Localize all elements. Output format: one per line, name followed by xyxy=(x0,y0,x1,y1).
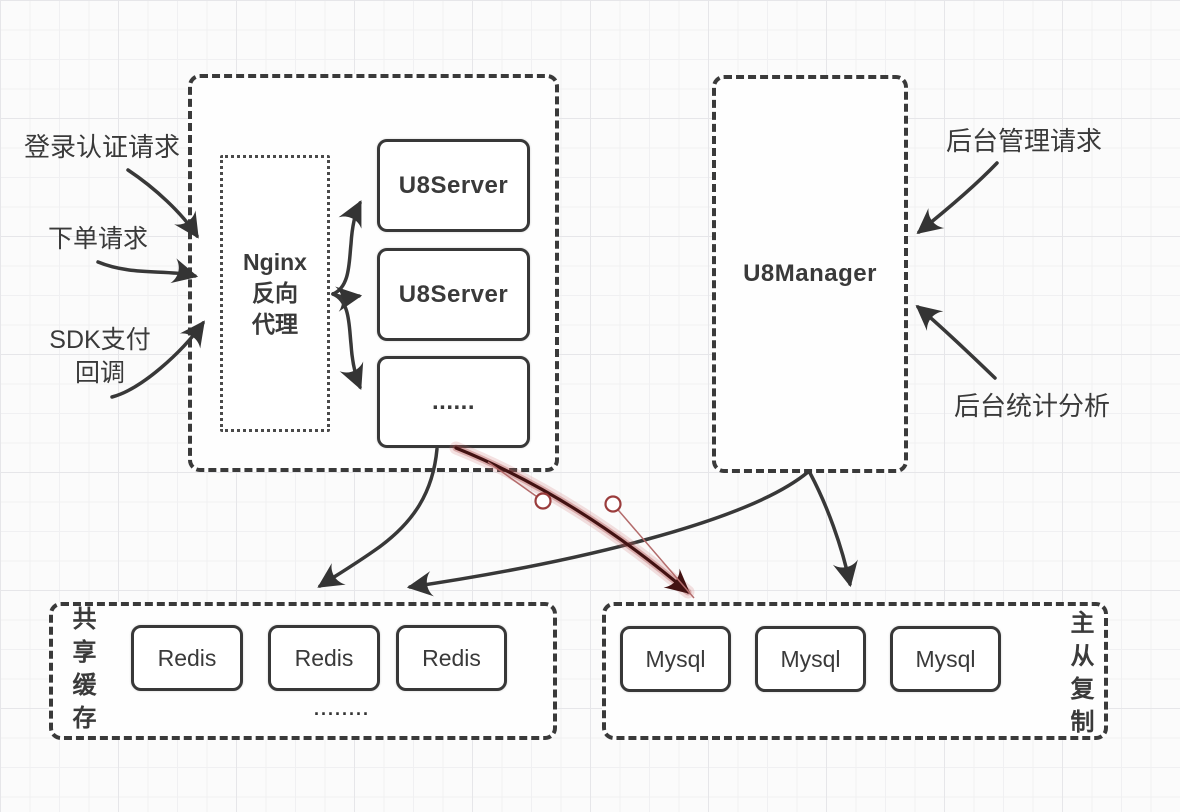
redis-node-1[interactable]: Redis xyxy=(131,625,243,691)
edge-selection-handle-2[interactable] xyxy=(604,495,622,513)
shared-cache-side-label[interactable]: 共享缓存 xyxy=(68,606,95,738)
selection-leader-line-2 xyxy=(612,503,695,599)
edge-manager-to-redis[interactable] xyxy=(406,470,810,597)
nginx-node[interactable]: Nginx 反向 代理 xyxy=(220,155,330,432)
label-login-auth-request[interactable]: 登录认证请求 xyxy=(24,132,181,162)
label-place-order-request[interactable]: 下单请求 xyxy=(48,225,149,253)
u8manager-node[interactable]: U8Manager xyxy=(712,75,908,473)
redis-more-dots: ........ xyxy=(313,699,370,719)
mysql-replication-side-label[interactable]: 主从复制 xyxy=(1066,610,1093,742)
label-sdk-pay-callback[interactable]: SDK支付 回调 xyxy=(49,326,151,387)
edge-selection-handle-1[interactable] xyxy=(534,492,552,510)
edge-place-order-to-nginx[interactable] xyxy=(96,258,199,284)
mysql-node-2[interactable]: Mysql xyxy=(755,626,866,692)
edge-manager-to-mysql[interactable] xyxy=(808,471,858,588)
u8server-label-2: U8Server xyxy=(398,280,509,308)
mysql-node-3[interactable]: Mysql xyxy=(890,626,1001,692)
edge-admin-request-to-manager[interactable] xyxy=(916,161,999,234)
label-admin-request[interactable]: 后台管理请求 xyxy=(946,126,1103,156)
u8server-node-2[interactable]: U8Server xyxy=(377,248,530,341)
redis-label-2: Redis xyxy=(294,644,354,671)
u8manager-label: U8Manager xyxy=(743,260,877,287)
mysql-node-1[interactable]: Mysql xyxy=(620,626,731,692)
redis-label-3: Redis xyxy=(422,644,481,671)
label-stats-analysis[interactable]: 后台统计分析 xyxy=(954,391,1111,421)
redis-node-3[interactable]: Redis xyxy=(396,625,507,691)
mysql-label-2: Mysql xyxy=(780,645,841,672)
redis-node-2[interactable]: Redis xyxy=(268,625,380,691)
u8server-more-dots: ...... xyxy=(431,388,475,415)
u8server-label-1: U8Server xyxy=(398,171,509,199)
edge-stats-analysis-to-manager[interactable] xyxy=(915,304,997,380)
nginx-label: Nginx 反向 代理 xyxy=(243,249,307,337)
mysql-label-1: Mysql xyxy=(645,645,706,672)
mysql-label-3: Mysql xyxy=(915,645,976,672)
u8server-node-more[interactable]: ...... xyxy=(377,356,530,448)
u8server-node-1[interactable]: U8Server xyxy=(377,139,530,232)
redis-label-1: Redis xyxy=(157,644,217,671)
